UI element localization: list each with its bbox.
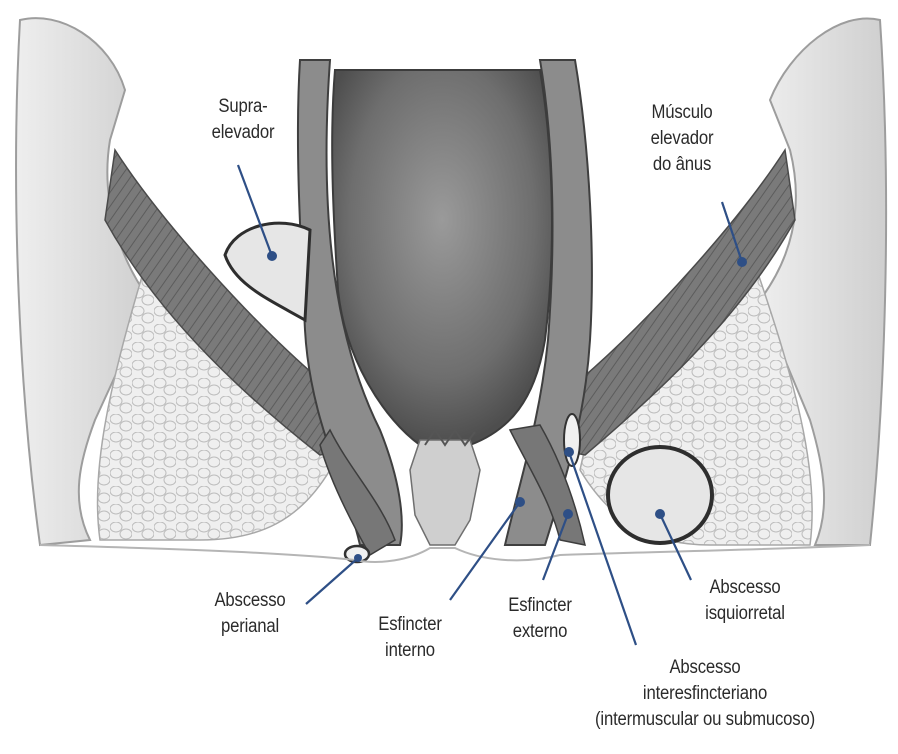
label-esfincter-interno: Esfincter interno [362, 612, 459, 664]
label-abscesso-interesfincteriano: Abscesso interesfincteriano (intermuscul… [573, 655, 837, 733]
skin-line [40, 545, 870, 562]
rectum-lumen [332, 70, 552, 445]
label-esfincter-externo: Esfincter externo [492, 593, 589, 645]
label-abscesso-perianal: Abscesso perianal [197, 588, 303, 640]
leader-perianal [306, 558, 358, 604]
label-musculo-elevador: Músculo elevador do ânus [629, 100, 735, 178]
label-supra-elevador: Supra- elevador [195, 94, 292, 146]
anal-canal [410, 440, 480, 545]
ischiorectal-abscess [608, 447, 712, 543]
label-abscesso-isquiorretal: Abscesso isquiorretal [688, 575, 802, 627]
